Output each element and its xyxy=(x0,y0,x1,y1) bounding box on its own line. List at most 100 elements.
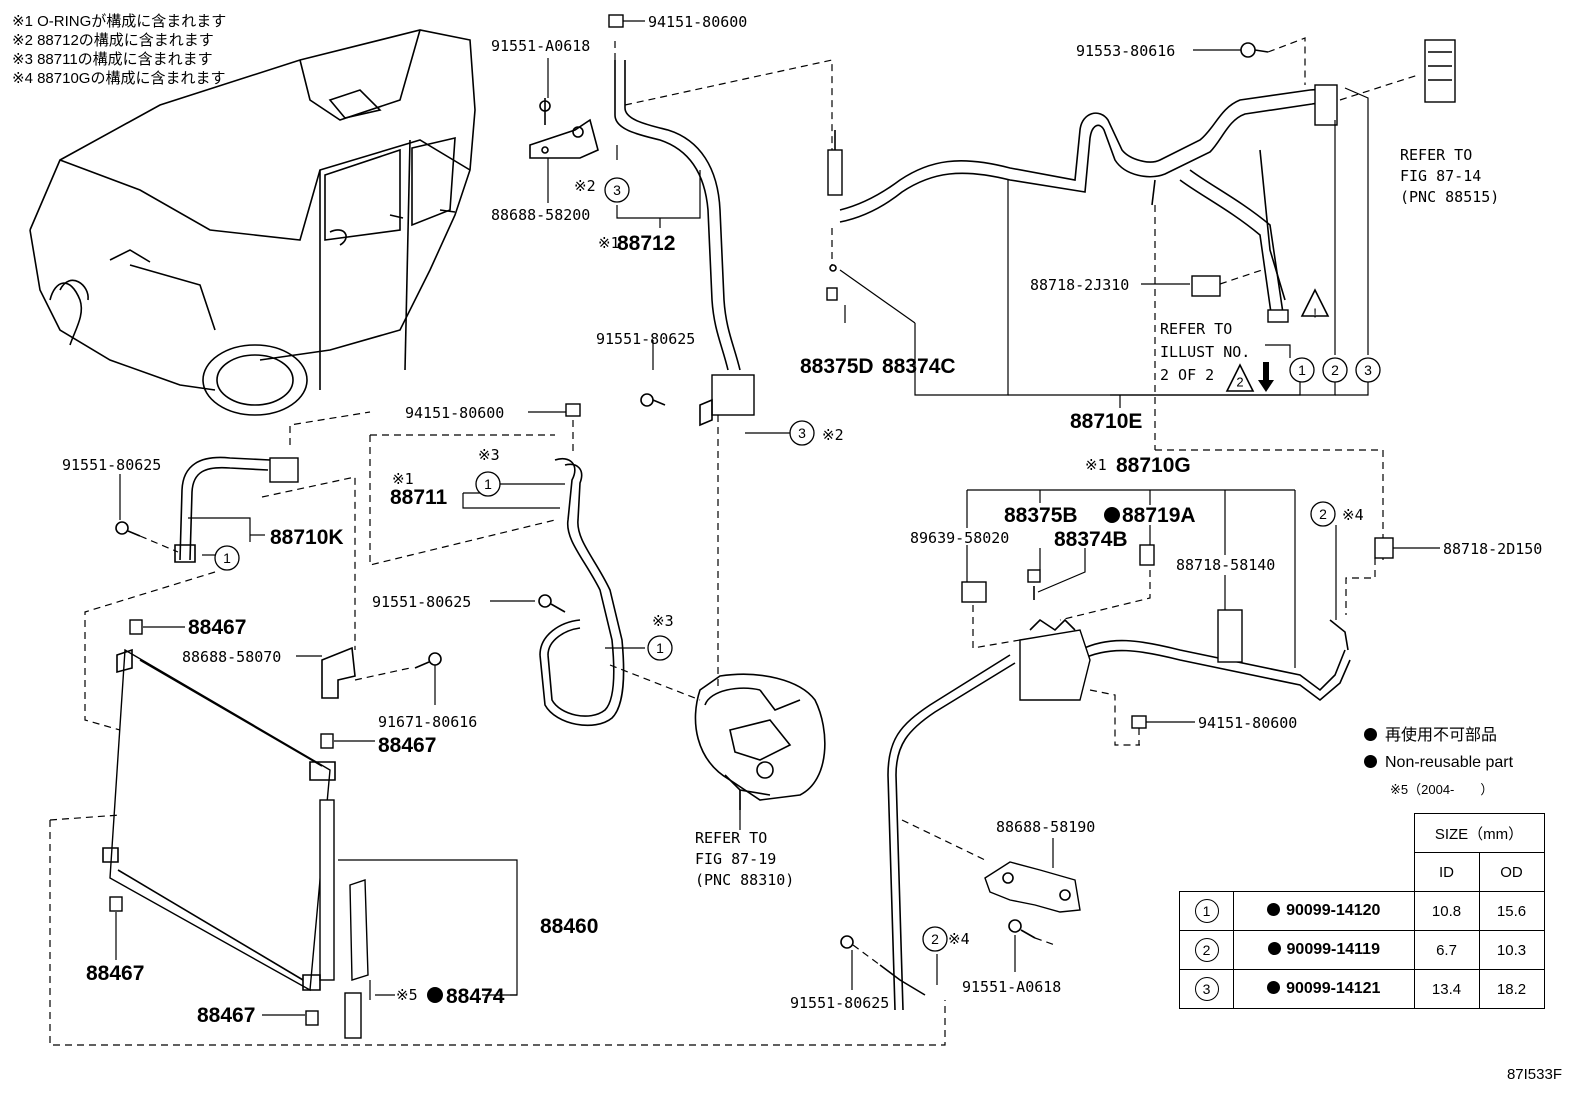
label-note4-b: ※4 xyxy=(948,930,970,948)
sensor-88718-58140 xyxy=(1217,609,1243,663)
svg-text:1: 1 xyxy=(1298,362,1306,378)
part-number-labels: 94151-80600 91551-A0618 88688-58200 ※2 ※… xyxy=(62,13,1542,1027)
callout-circle-3-top: 3 xyxy=(604,177,630,203)
bushing-88467-1 xyxy=(129,619,143,635)
oring-id: 10.8 xyxy=(1413,891,1480,931)
callout-circle-1-88710K: 1 xyxy=(214,545,240,571)
label-88712: 88712 xyxy=(617,232,675,255)
note-3: ※3 88711の構成に含まれます xyxy=(12,51,213,68)
reference-fig-87-14: REFER TO FIG 87-14 (PNC 88515) xyxy=(1400,146,1499,206)
oring-size-table: SIZE（mm） ID OD 1 90099-14120 10.8 15.6 2… xyxy=(1179,813,1545,1009)
legend-item-en: Non-reusable part xyxy=(1364,749,1513,776)
svg-text:FIG 87-19: FIG 87-19 xyxy=(695,850,776,868)
label-88467-2: 88467 xyxy=(378,734,436,757)
label-88718-58140: 88718-58140 xyxy=(1176,556,1275,574)
label-note1-88712: ※1 xyxy=(598,234,620,252)
desiccant-88474 xyxy=(344,879,369,1039)
label-91553-80616: 91553-80616 xyxy=(1076,42,1175,60)
label-91551-80625-hose: 91551-80625 xyxy=(372,593,471,611)
legend-note5: ※5（2004- ） xyxy=(1390,782,1494,797)
svg-text:2 OF 2: 2 OF 2 xyxy=(1160,366,1214,384)
label-note1-88710G: ※1 xyxy=(1085,456,1107,474)
sensor-89639-58020 xyxy=(961,581,987,603)
legend: 再使用不可部品 Non-reusable part ※5（2004- ） xyxy=(1364,722,1513,803)
bolt-91553-80616 xyxy=(1240,42,1269,58)
oring-od: 15.6 xyxy=(1478,891,1545,931)
bracket-88688-58070 xyxy=(321,646,356,699)
circled-number: 3 xyxy=(1194,977,1219,1001)
bushing-88467-2 xyxy=(320,733,334,749)
circled-number: 2 xyxy=(1194,938,1219,962)
nut-94151-80600-right xyxy=(1131,715,1147,729)
callout-circle-3-88710E: 3 xyxy=(1355,357,1381,383)
bullet-icon xyxy=(1267,903,1281,916)
svg-text:(PNC 88310): (PNC 88310) xyxy=(695,871,794,889)
table-header-od: OD xyxy=(1478,852,1545,892)
label-88374B: 88374B xyxy=(1054,528,1128,551)
oring-id: 13.4 xyxy=(1413,969,1480,1009)
svg-text:3: 3 xyxy=(613,182,621,198)
table-row: 2 90099-14119 6.7 10.3 xyxy=(1179,930,1545,970)
label-note5: ※5 xyxy=(396,986,418,1004)
service-valve-88515 xyxy=(1424,39,1456,103)
callout-circle-3-mid: 3 xyxy=(789,420,815,446)
label-88710K: 88710K xyxy=(270,526,344,549)
bullet-icon xyxy=(1267,981,1281,994)
label-94151-80600-mid: 94151-80600 xyxy=(405,404,504,422)
vehicle-illustration xyxy=(29,29,476,416)
label-88375B: 88375B xyxy=(1004,504,1078,527)
label-note3-b: ※3 xyxy=(652,612,674,630)
bolt-91551-80625-hose xyxy=(538,594,566,613)
oring-part-number: 90099-14121 xyxy=(1286,980,1381,997)
nut-94151-80600-top xyxy=(608,14,624,28)
label-88719A: 88719A xyxy=(1122,504,1196,527)
svg-text:3: 3 xyxy=(1364,362,1372,378)
oring-od: 10.3 xyxy=(1478,930,1545,970)
svg-text:2: 2 xyxy=(1319,506,1327,522)
bolt-91551-80625-left xyxy=(115,521,141,537)
circled-number: 1 xyxy=(1194,899,1219,923)
oring-part-number: 90099-14119 xyxy=(1286,941,1380,958)
svg-text:(PNC 88515): (PNC 88515) xyxy=(1400,188,1499,206)
warning-triangle-icon: ! xyxy=(1300,288,1330,321)
label-note3-a: ※3 xyxy=(478,446,500,464)
label-88718-2D150: 88718-2D150 xyxy=(1443,540,1542,558)
compressor xyxy=(694,673,826,810)
callout-circle-2-88710G: 2 xyxy=(1310,501,1336,527)
svg-text:2: 2 xyxy=(1331,362,1339,378)
label-88710G: 88710G xyxy=(1116,454,1191,477)
legend-item-ja: 再使用不可部品 xyxy=(1364,722,1513,749)
label-note2-b: ※2 xyxy=(822,426,844,444)
callout-circle-1-88711: 1 xyxy=(475,471,501,497)
label-91551-80625-mid: 91551-80625 xyxy=(596,330,695,348)
oring-part-number: 90099-14120 xyxy=(1286,902,1381,919)
label-94151-80600-top: 94151-80600 xyxy=(648,13,747,31)
label-note4-a: ※4 xyxy=(1342,506,1364,524)
callout-circle-1-hose: 1 xyxy=(647,635,673,661)
condenser xyxy=(102,648,336,992)
svg-text:!: ! xyxy=(1313,306,1317,321)
label-note1-88711: ※1 xyxy=(392,470,414,488)
svg-text:1: 1 xyxy=(656,640,664,656)
label-89639-58020: 89639-58020 xyxy=(910,529,1009,547)
table-header-size: SIZE（mm） xyxy=(1413,813,1545,853)
liquid-tube-88710G xyxy=(879,618,1351,1011)
bushing-88467-3 xyxy=(109,896,123,912)
label-88688-58190: 88688-58190 xyxy=(996,818,1095,836)
note-1: ※1 O-RINGが構成に含まれます xyxy=(12,13,227,30)
svg-text:3: 3 xyxy=(798,425,806,441)
svg-text:REFER TO: REFER TO xyxy=(1400,146,1472,164)
warning-triangle-2-icon: 2 xyxy=(1225,363,1255,392)
bullet-icon xyxy=(1364,728,1377,741)
callout-circle-2-88710E: 2 xyxy=(1322,357,1348,383)
sensor-88718-2D150 xyxy=(1374,537,1394,559)
label-91551-A0618-top: 91551-A0618 xyxy=(491,37,590,55)
svg-text:1: 1 xyxy=(223,550,231,566)
bullet-icon xyxy=(1267,942,1281,955)
note-2: ※2 88712の構成に含まれます xyxy=(12,32,214,49)
label-88467-1: 88467 xyxy=(188,616,246,639)
discharge-hose-88712 xyxy=(614,60,755,427)
note-4: ※4 88710Gの構成に含まれます xyxy=(12,70,226,87)
oring-od: 18.2 xyxy=(1478,969,1545,1009)
nut-94151-80600-mid xyxy=(565,403,581,417)
